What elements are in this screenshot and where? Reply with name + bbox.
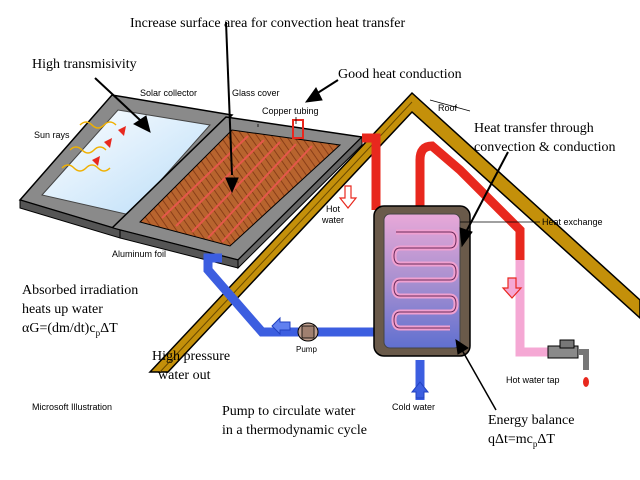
label-heat-transfer-line1: Heat transfer through bbox=[474, 121, 594, 136]
label-high-transmissivity: High transmisivity bbox=[32, 57, 137, 72]
formula-absorbed: αG=(dm/dt)cpΔT bbox=[22, 321, 118, 338]
warm-down-arrow-icon bbox=[501, 277, 523, 299]
label-heat-transfer-line2: convection & conduction bbox=[474, 140, 616, 155]
formula-energy: qΔt=mcpΔT bbox=[488, 432, 555, 449]
copper-tubing bbox=[161, 135, 313, 243]
label-pump-note-line1: Pump to circulate water bbox=[222, 404, 356, 419]
label-sun-rays: Sun rays bbox=[34, 130, 70, 140]
flow-arrows bbox=[271, 185, 523, 399]
hot-water-pipe bbox=[362, 133, 381, 210]
credit-microsoft-illustration: Microsoft Illustration bbox=[32, 402, 112, 412]
label-solar-collector: Solar collector bbox=[140, 88, 197, 98]
pump bbox=[297, 322, 319, 342]
label-energy-balance: Energy balance bbox=[488, 413, 574, 428]
storage-tank bbox=[373, 205, 471, 357]
label-copper-tubing: Copper tubing bbox=[262, 106, 319, 116]
sun-rays bbox=[61, 121, 126, 172]
formula-energy-main: qΔt=mc bbox=[488, 432, 533, 447]
hot-down-arrow-icon bbox=[338, 185, 358, 209]
formula-energy-subscript: p bbox=[533, 439, 538, 449]
glass-cover-panel bbox=[41, 109, 211, 216]
label-cold-water: Cold water bbox=[392, 402, 435, 412]
title-surface-area: Increase surface area for convection hea… bbox=[130, 16, 405, 31]
formula-absorbed-subscript: p bbox=[96, 328, 101, 338]
formula-absorbed-main: αG=(dm/dt)c bbox=[22, 321, 96, 336]
label-hot-water-tap: Hot water tap bbox=[506, 375, 560, 385]
label-aluminum-foil: Aluminum foil bbox=[112, 249, 166, 259]
label-heat-exchange: Heat exchange bbox=[542, 217, 603, 227]
label-glass-cover: Glass cover bbox=[232, 88, 280, 98]
water-drop-icon bbox=[583, 377, 589, 387]
solar-collector bbox=[18, 94, 364, 270]
label-pump-note-line2: in a thermodynamic cycle bbox=[222, 423, 367, 438]
annotation-pointers bbox=[94, 21, 540, 411]
hot-water-pipe-upper bbox=[415, 141, 525, 260]
label-absorbed-line1: Absorbed irradiation bbox=[22, 283, 138, 298]
label-pump: Pump bbox=[296, 345, 317, 354]
formula-energy-delta: ΔT bbox=[537, 432, 555, 447]
roof bbox=[148, 91, 640, 373]
cold-up-arrow-icon bbox=[410, 381, 430, 399]
formula-absorbed-delta: ΔT bbox=[100, 321, 118, 336]
hot-water-tap bbox=[547, 339, 589, 387]
label-hot-water-line1: Hot bbox=[326, 204, 341, 214]
warm-water-pipe bbox=[515, 260, 548, 357]
label-good-conduction: Good heat conduction bbox=[338, 67, 462, 82]
absorber-plate bbox=[139, 129, 342, 247]
label-roof: Roof bbox=[438, 103, 458, 113]
label-hot-water-line2: water bbox=[321, 215, 344, 225]
label-high-pressure-line2: water out bbox=[158, 368, 211, 383]
label-high-pressure-line1: High pressure bbox=[152, 349, 230, 364]
pump-flow-arrow-icon bbox=[271, 316, 291, 336]
cold-return-pipe bbox=[203, 253, 300, 337]
label-absorbed-line2: heats up water bbox=[22, 302, 103, 317]
copper-tubing-outlet bbox=[292, 119, 304, 139]
